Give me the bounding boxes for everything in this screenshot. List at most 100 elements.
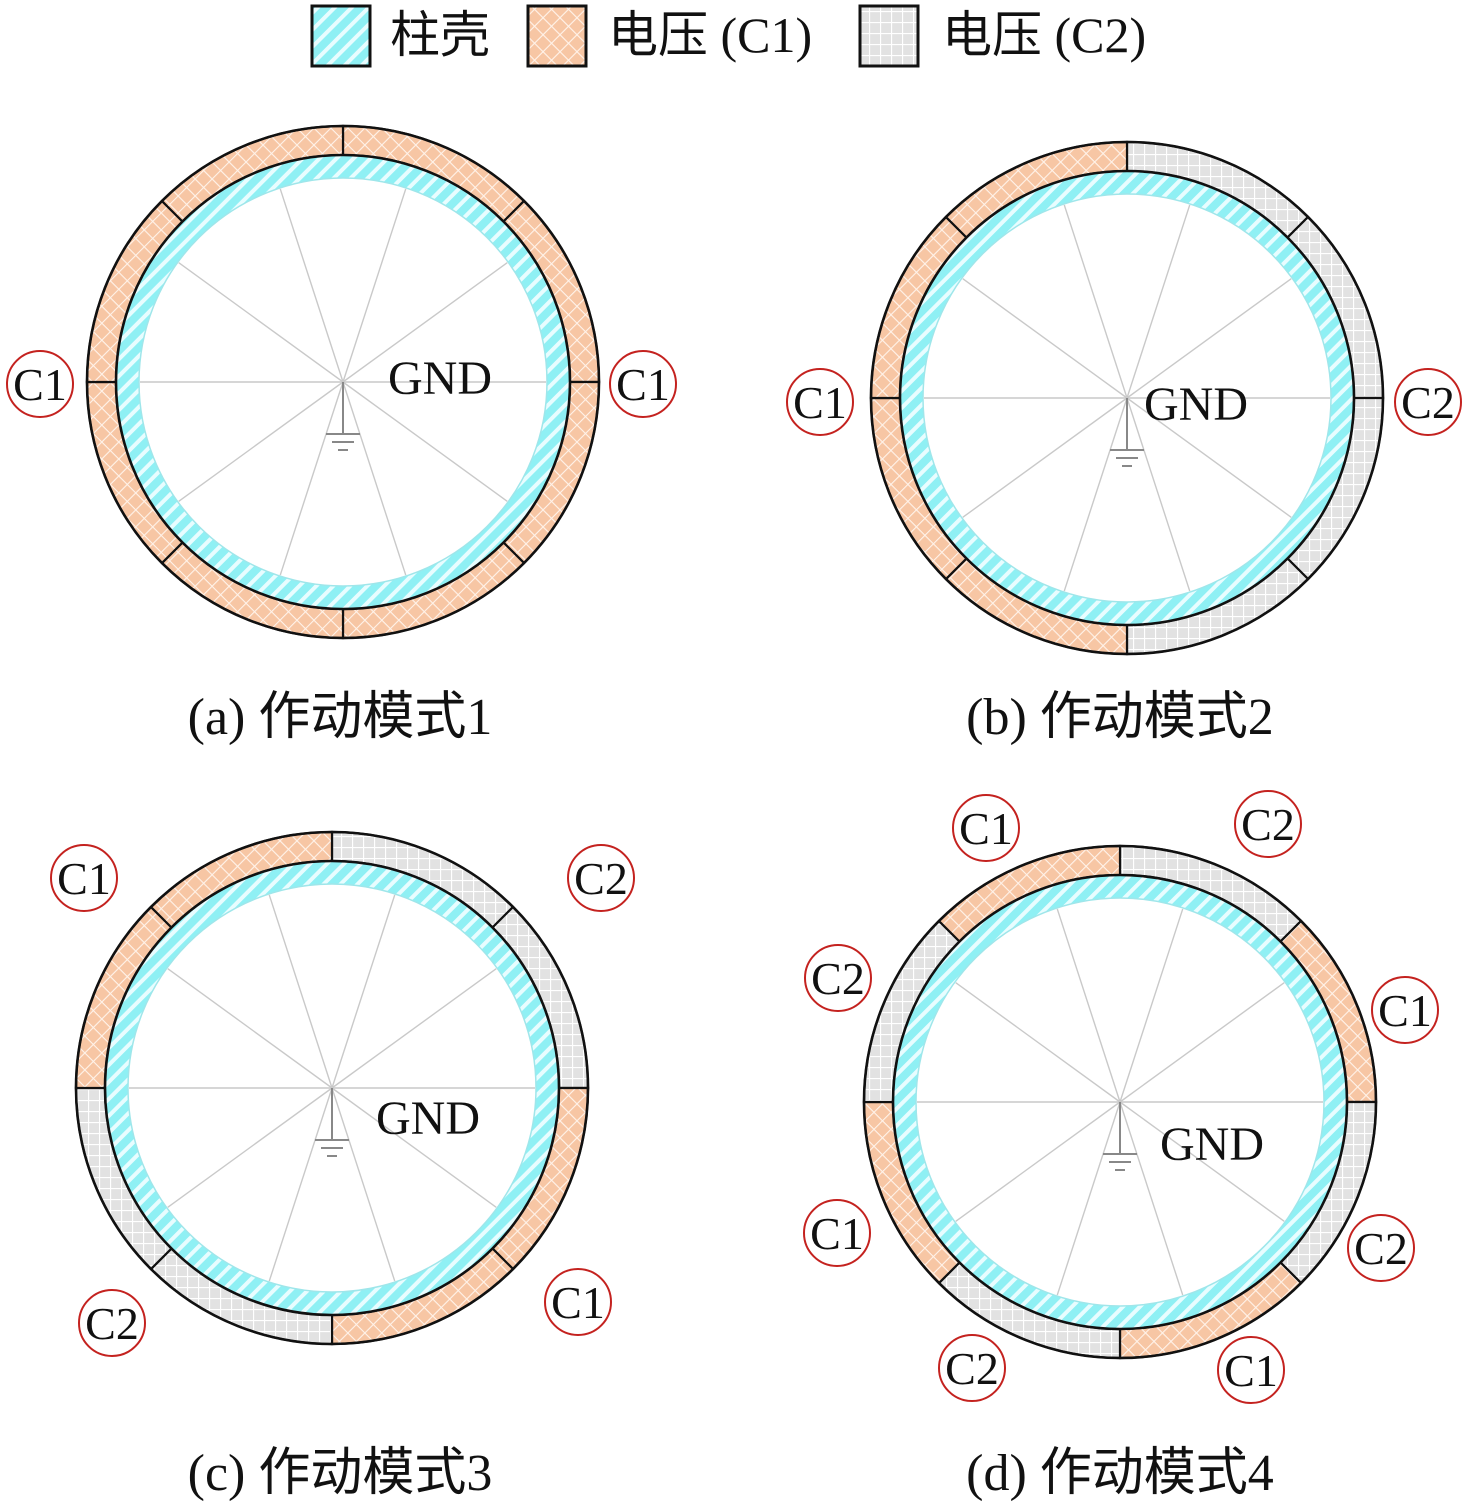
spoke-line xyxy=(279,188,344,383)
spoke-line xyxy=(331,1087,396,1282)
spoke-line xyxy=(342,381,508,502)
electrode-tag-c1: C1 xyxy=(544,1268,612,1336)
electrode-tag-c2: C2 xyxy=(1347,1214,1415,1282)
tag-label: C1 xyxy=(551,1277,605,1328)
spoke-line xyxy=(1126,204,1191,399)
electrode-tag-c2: C2 xyxy=(938,1334,1006,1402)
caption-a: (a) 作动模式1 xyxy=(188,689,493,746)
gnd-label-c: GND xyxy=(376,1092,480,1145)
electrode-tag-c1: C1 xyxy=(50,844,118,912)
spokes xyxy=(924,204,1330,592)
spoke-line xyxy=(1056,1101,1121,1296)
spoke-line xyxy=(1056,908,1121,1103)
ground-icon xyxy=(315,1088,349,1157)
shell-inner-edge xyxy=(138,177,548,587)
electrode-tag-c1: C1 xyxy=(609,350,677,418)
electrode-tag-c1: C1 xyxy=(1217,1336,1285,1404)
ring-diagram-a: C1 C1 xyxy=(6,124,677,640)
tag-label: C2 xyxy=(1354,1223,1408,1274)
spoke-line xyxy=(1119,1101,1285,1222)
spoke-line xyxy=(279,381,344,576)
tag-ring xyxy=(1234,790,1302,858)
electrode-tag-c1: C1 xyxy=(803,1199,871,1267)
tag-ring xyxy=(6,350,74,418)
spoke-line xyxy=(955,982,1121,1103)
legend-item-shell: 柱壳 xyxy=(310,4,490,68)
panel-a: C1 C1 GND (a) 作动模式1 xyxy=(6,124,677,746)
spoke-line xyxy=(167,1087,333,1208)
spoke-line xyxy=(1126,397,1292,518)
shell-outer-edge xyxy=(898,169,1356,627)
shell-inner-edge xyxy=(922,193,1332,603)
legend: 柱壳 电压 (C1) 电压 (C2) xyxy=(310,4,1146,68)
tag-ring xyxy=(1347,1214,1415,1282)
shell-outer-edge xyxy=(103,859,561,1317)
tag-ring xyxy=(609,350,677,418)
tag-label: C1 xyxy=(959,803,1013,854)
gnd-label-b: GND xyxy=(1144,378,1248,431)
tag-label: C2 xyxy=(574,853,628,904)
tag-label: C2 xyxy=(1401,377,1455,428)
spokes xyxy=(129,894,535,1282)
tag-ring xyxy=(952,794,1020,862)
tag-label: C1 xyxy=(13,359,67,410)
spoke-line xyxy=(268,894,333,1089)
electrode-tag-c1: C1 xyxy=(786,368,854,436)
tag-ring xyxy=(78,1289,146,1357)
spoke-line xyxy=(962,397,1128,518)
electrode-tag-c1: C1 xyxy=(6,350,74,418)
tag-label: C1 xyxy=(57,853,111,904)
shell-outer-edge xyxy=(114,153,572,611)
tag-label: C2 xyxy=(1241,799,1295,850)
gnd-label-a: GND xyxy=(388,352,492,405)
electrode-tag-c2: C2 xyxy=(567,844,635,912)
spokes xyxy=(917,908,1323,1296)
ground-icon xyxy=(326,382,360,451)
tag-ring xyxy=(1394,368,1462,436)
spokes xyxy=(140,188,546,576)
spoke-line xyxy=(178,262,344,383)
spoke-line xyxy=(342,262,508,383)
spoke-line xyxy=(1126,278,1292,399)
spoke-line xyxy=(268,1087,333,1282)
caption-b: (b) 作动模式2 xyxy=(966,689,1274,746)
tag-ring xyxy=(803,1199,871,1267)
electrode-outer-edge xyxy=(85,124,601,640)
tag-ring xyxy=(1371,976,1439,1044)
tag-ring xyxy=(544,1268,612,1336)
tag-label: C1 xyxy=(1224,1345,1278,1396)
tag-label: C1 xyxy=(616,359,670,410)
tag-ring xyxy=(567,844,635,912)
tag-ring xyxy=(938,1334,1006,1402)
tag-label: C2 xyxy=(85,1298,139,1349)
legend-swatch-c2 xyxy=(858,4,920,68)
tag-ring xyxy=(1217,1336,1285,1404)
legend-label-shell: 柱壳 xyxy=(390,7,490,63)
caption-c: (c) 作动模式3 xyxy=(188,1445,493,1502)
spoke-line xyxy=(1119,1101,1184,1296)
ground-icon xyxy=(1103,1102,1137,1171)
legend-label-c2: 电压 (C2) xyxy=(942,7,1146,63)
spoke-line xyxy=(1119,908,1184,1103)
spoke-line xyxy=(1119,982,1285,1103)
electrode-outer-edge xyxy=(869,140,1385,656)
tag-label: C2 xyxy=(945,1343,999,1394)
tag-ring xyxy=(786,368,854,436)
legend-swatch-c1 xyxy=(526,4,588,68)
shell-inner-edge xyxy=(915,897,1325,1307)
shell-outer-edge xyxy=(891,873,1349,1331)
tag-label: C1 xyxy=(810,1208,864,1259)
spoke-line xyxy=(178,381,344,502)
legend-swatch-shell xyxy=(310,4,372,68)
ground-icon xyxy=(1110,398,1144,467)
electrode-tag-c1: C1 xyxy=(1371,976,1439,1044)
legend-label-c1: 电压 (C1) xyxy=(608,7,812,63)
tag-ring xyxy=(804,944,872,1012)
electrode-tag-c2: C2 xyxy=(804,944,872,1012)
electrode-tag-c2: C2 xyxy=(1234,790,1302,858)
tag-label: C2 xyxy=(811,953,865,1004)
legend-item-c1: 电压 (C1) xyxy=(526,4,812,68)
